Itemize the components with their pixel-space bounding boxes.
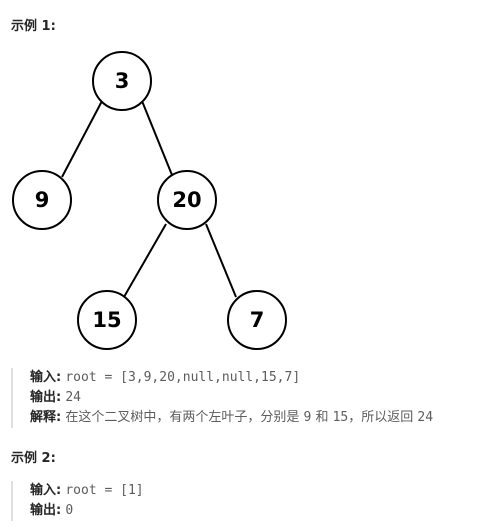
- example-1-title: 示例 1:: [11, 19, 56, 34]
- tree-node-label: 20: [172, 188, 201, 212]
- tree-node-20: 20: [157, 170, 217, 230]
- edge-20-7: [205, 223, 237, 298]
- example-2-output-line: 输出: 0: [30, 501, 144, 521]
- input-label: 输入:: [30, 483, 62, 498]
- tree-node-3: 3: [92, 51, 152, 111]
- explain-label: 解释:: [30, 410, 62, 425]
- edge-20-15: [123, 223, 167, 298]
- example-2-input-line: 输入: root = [1]: [30, 481, 144, 501]
- tree-node-7: 7: [227, 290, 287, 350]
- explain-text: 和: [311, 410, 333, 425]
- output-value: 0: [65, 503, 74, 518]
- output-label: 输出:: [30, 503, 62, 518]
- example-2-code-block: 输入: root = [1] 输出: 0: [11, 481, 144, 521]
- input-value: root = [3,9,20,null,null,15,7]: [65, 370, 301, 385]
- explain-text: ，所以返回: [348, 410, 418, 425]
- explain-number-9: 9: [303, 410, 312, 425]
- input-label: 输入:: [30, 370, 62, 385]
- output-value: 24: [65, 390, 81, 405]
- binary-tree-diagram: 3 9 20 15 7: [12, 51, 287, 350]
- tree-node-15: 15: [77, 290, 137, 350]
- tree-node-label: 7: [250, 308, 265, 332]
- explain-number-15: 15: [332, 410, 349, 425]
- edge-3-20: [141, 100, 173, 176]
- tree-node-9: 9: [12, 170, 72, 230]
- explain-text: 在这个二叉树中，有两个左叶子，分别是: [65, 410, 304, 425]
- tree-node-label: 3: [115, 69, 130, 93]
- edge-3-9: [61, 100, 103, 178]
- tree-node-label: 15: [92, 308, 121, 332]
- output-label: 输出:: [30, 390, 62, 405]
- example-1-input-line: 输入: root = [3,9,20,null,null,15,7]: [30, 368, 433, 388]
- example-1-explain-line: 解释: 在这个二叉树中，有两个左叶子，分别是 9 和 15，所以返回 24: [30, 408, 433, 428]
- explain-number-24: 24: [417, 410, 434, 425]
- example-1-code-block: 输入: root = [3,9,20,null,null,15,7] 输出: 2…: [11, 368, 433, 428]
- input-value: root = [1]: [65, 483, 144, 498]
- example-2-title: 示例 2:: [11, 451, 56, 466]
- tree-node-label: 9: [35, 188, 50, 212]
- example-1-output-line: 输出: 24: [30, 388, 433, 408]
